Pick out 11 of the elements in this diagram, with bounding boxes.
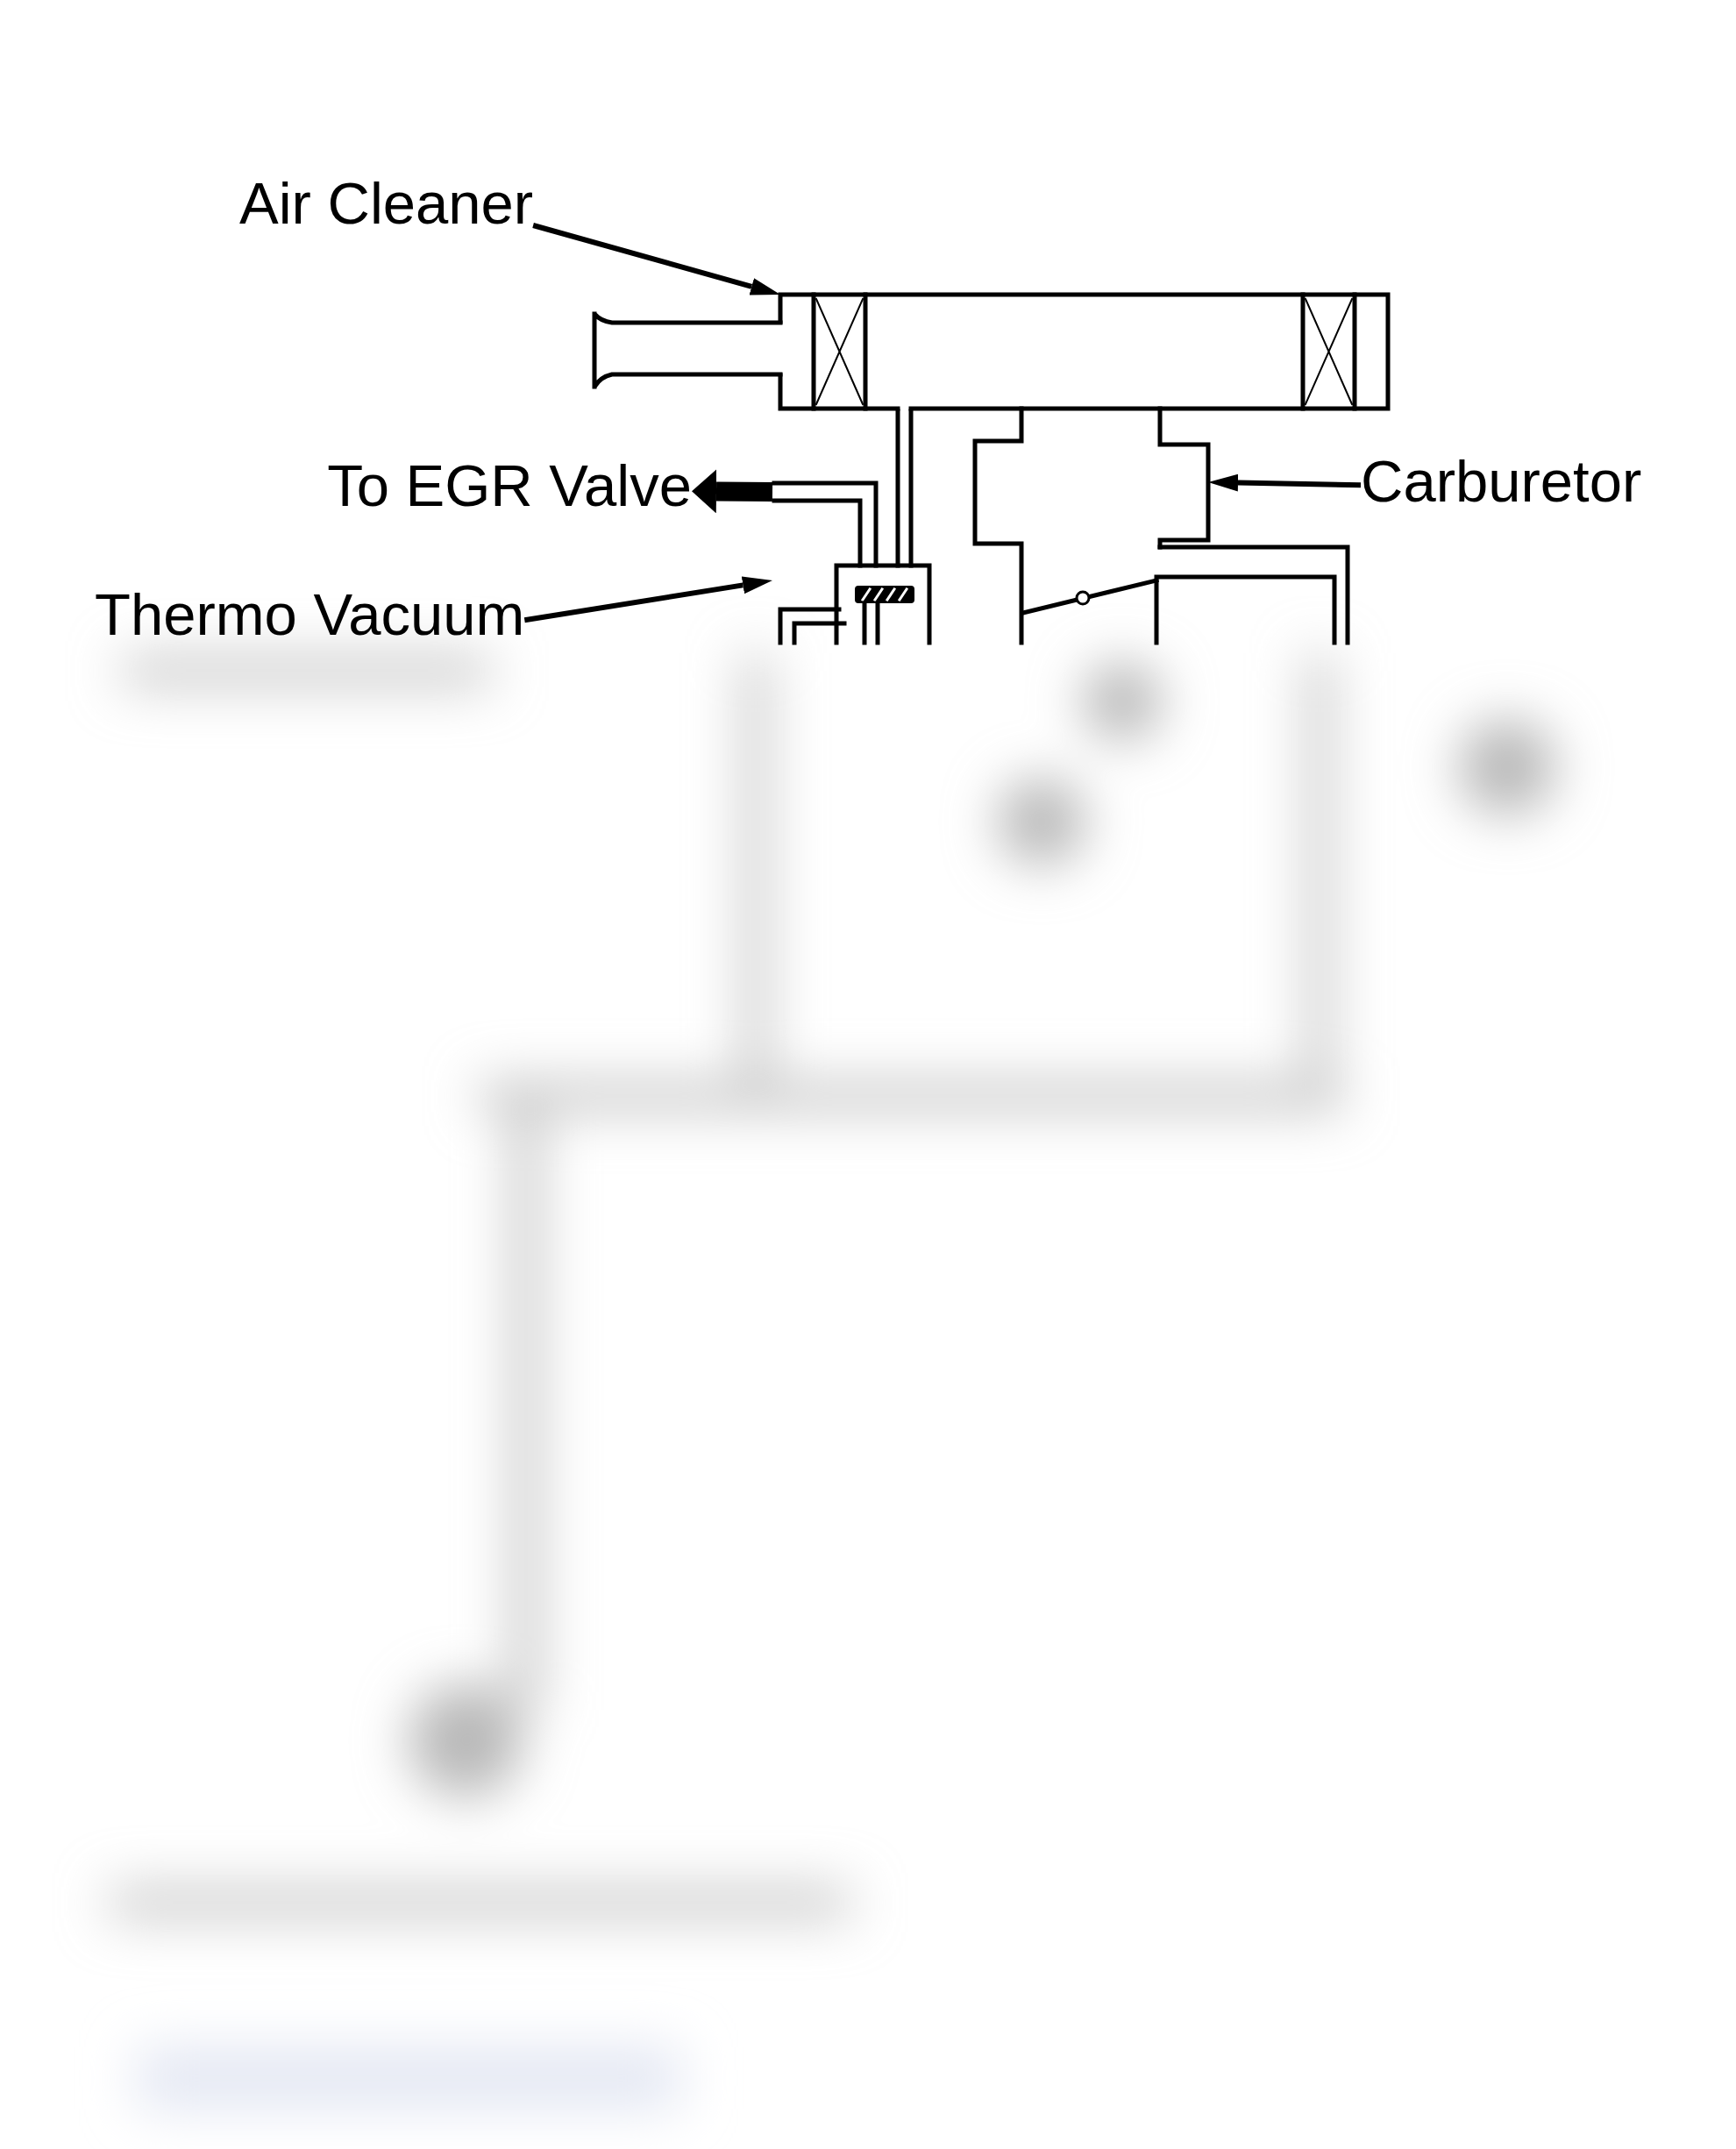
part-label: Carburetor bbox=[1361, 452, 1642, 510]
leader-arrow bbox=[523, 576, 772, 623]
carburetor-drawing bbox=[972, 406, 1211, 645]
part-label: Thermo Vacuum bbox=[95, 585, 525, 644]
part-label: Air Cleaner bbox=[239, 174, 534, 232]
part-label: To EGR Valve bbox=[327, 456, 692, 515]
leader-arrow bbox=[1208, 473, 1362, 492]
leader-arrow bbox=[532, 223, 781, 295]
air-cleaner-drawing bbox=[592, 292, 1391, 411]
block-arrow bbox=[692, 469, 773, 514]
thermo-vacuum-valve-drawing bbox=[772, 409, 932, 645]
